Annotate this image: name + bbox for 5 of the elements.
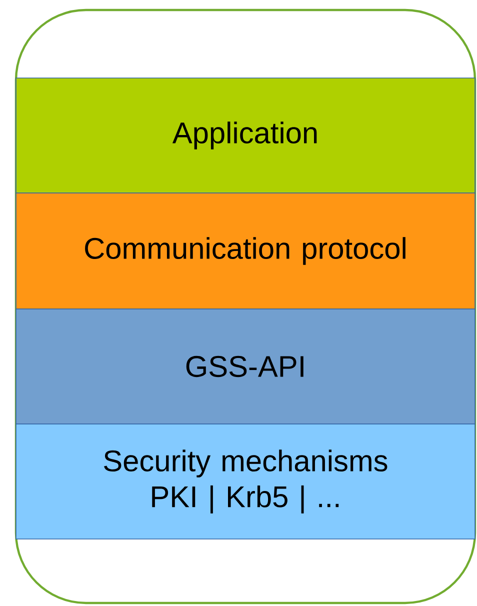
rounded-frame (14, 8, 476, 604)
layer-band: Application (16, 78, 476, 194)
layer-band: Security mechanisms PKI | Krb5 | ... (16, 424, 476, 540)
layer-band: Communication protocol (16, 192, 476, 310)
layer-band: GSS-API (16, 308, 476, 424)
